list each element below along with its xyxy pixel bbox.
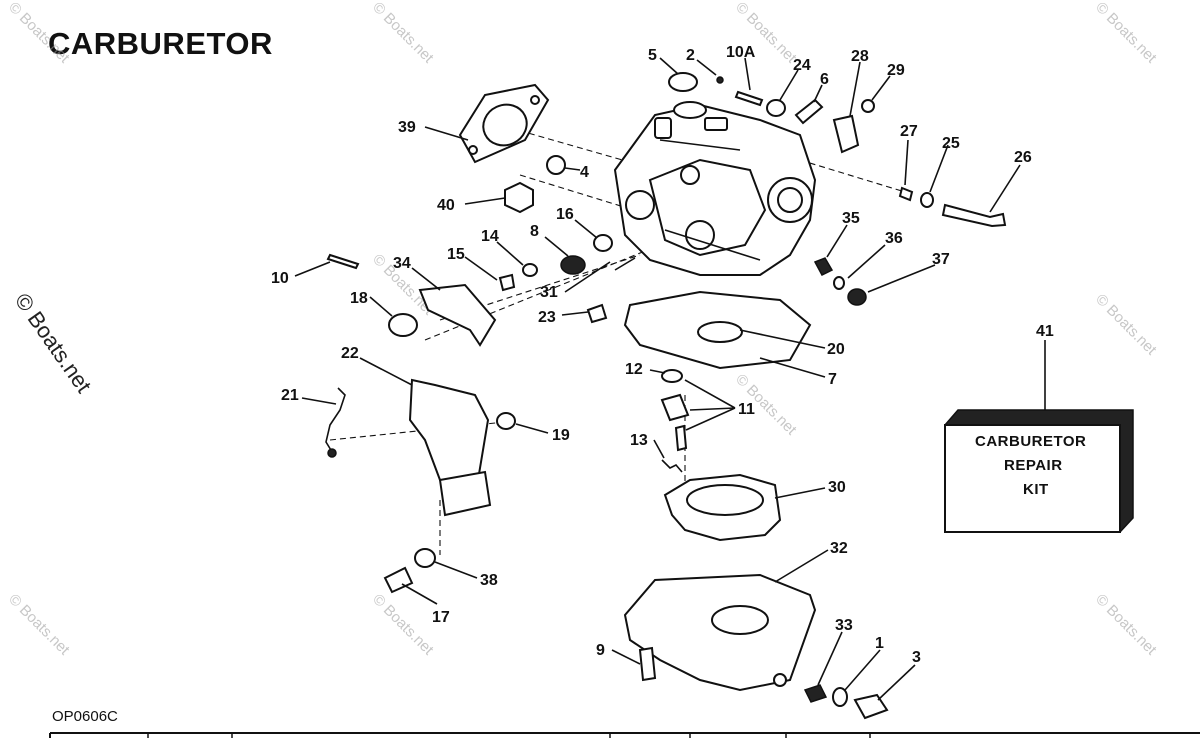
callout-26: 26 xyxy=(1014,149,1032,166)
diagram-title: CARBURETOR xyxy=(48,26,273,61)
callout-10: 10 xyxy=(271,270,289,287)
carburetor-body xyxy=(613,101,817,276)
small-parts xyxy=(325,72,1007,720)
callout-36: 36 xyxy=(885,230,903,247)
callout-38: 38 xyxy=(480,572,498,589)
watermark: © Boats.net xyxy=(5,0,73,67)
callout-11: 11 xyxy=(738,401,755,418)
callout-40: 40 xyxy=(437,197,455,214)
callout-29: 29 xyxy=(887,62,905,79)
callout-33: 33 xyxy=(835,617,853,634)
callout-2: 2 xyxy=(686,47,695,64)
callout-10a: 10A xyxy=(726,44,756,61)
callout-17: 17 xyxy=(432,609,450,626)
callout-22: 22 xyxy=(341,345,359,362)
callout-5: 5 xyxy=(648,47,657,64)
watermark: © Boats.net xyxy=(1092,591,1160,659)
watermark-large: © Boats.net xyxy=(10,289,97,398)
callout-9: 9 xyxy=(596,642,605,659)
callout-31: 31 xyxy=(540,284,558,301)
callout-14: 14 xyxy=(481,228,499,245)
callout-13: 13 xyxy=(630,432,648,449)
kit-label-line1: CARBURETOR xyxy=(975,433,1086,450)
callout-39: 39 xyxy=(398,119,416,136)
callout-23: 23 xyxy=(538,309,556,326)
callout-labels: 5 2 10A 24 6 28 29 39 4 27 25 26 40 16 8… xyxy=(271,44,1032,666)
watermark: © Boats.net xyxy=(369,591,437,659)
callout-1: 1 xyxy=(875,635,884,652)
watermark: © Boats.net xyxy=(5,591,73,659)
callout-24: 24 xyxy=(793,57,811,74)
callout-32: 32 xyxy=(830,540,848,557)
kit-label-line2: REPAIR xyxy=(1004,457,1063,474)
callout-21: 21 xyxy=(281,387,299,404)
bottom-table-border xyxy=(49,732,1200,738)
watermark: © Boats.net xyxy=(1092,291,1160,359)
callout-25: 25 xyxy=(942,135,960,152)
callout-35: 35 xyxy=(842,210,860,227)
callout-12: 12 xyxy=(625,361,643,378)
leader-lines xyxy=(294,57,1021,701)
callout-3: 3 xyxy=(912,649,921,666)
watermark: © Boats.net xyxy=(1092,0,1160,67)
callout-41: 41 xyxy=(1036,323,1054,340)
callout-27: 27 xyxy=(900,123,918,140)
gasket-39 xyxy=(458,83,550,164)
callout-15: 15 xyxy=(447,246,465,263)
callout-28: 28 xyxy=(851,48,869,65)
callout-6: 6 xyxy=(820,71,829,88)
callout-19: 19 xyxy=(552,427,570,444)
callout-30: 30 xyxy=(828,479,846,496)
callout-7: 7 xyxy=(828,371,837,388)
watermark: © Boats.net xyxy=(369,0,437,67)
callout-18: 18 xyxy=(350,290,368,307)
callout-16: 16 xyxy=(556,206,574,223)
callout-20: 20 xyxy=(827,341,845,358)
watermarks: © Boats.net © Boats.net © Boats.net © Bo… xyxy=(5,0,1160,669)
callout-37: 37 xyxy=(932,251,950,268)
repair-kit-box: 41 CARBURETOR REPAIR KIT xyxy=(944,323,1134,533)
kit-label-line3: KIT xyxy=(1023,481,1049,498)
callout-34: 34 xyxy=(393,255,411,272)
callout-4: 4 xyxy=(580,164,589,181)
diagram-code: OP0606C xyxy=(52,708,118,725)
callout-8: 8 xyxy=(530,223,539,240)
